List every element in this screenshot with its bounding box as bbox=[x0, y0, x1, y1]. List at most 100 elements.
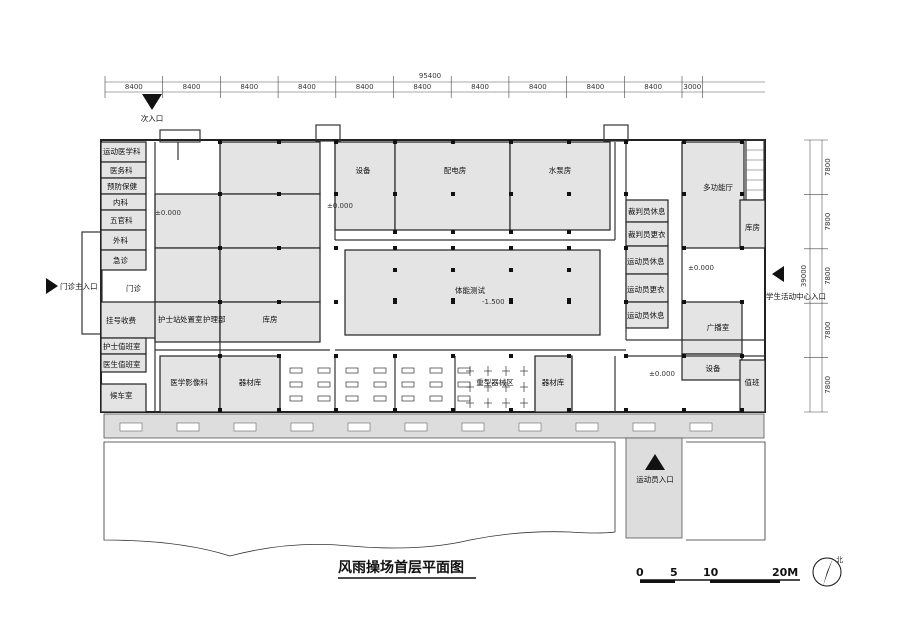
room-nurse-station: 护士站 bbox=[158, 314, 181, 324]
column bbox=[682, 408, 686, 412]
equipment-mark bbox=[401, 381, 415, 388]
room-doctor-duty: 医生值班室 bbox=[103, 359, 141, 369]
column bbox=[218, 354, 222, 358]
dim-segment: 7800 bbox=[824, 321, 832, 339]
column bbox=[451, 298, 455, 302]
equipment-mark bbox=[457, 381, 471, 388]
dim-segment: 8400 bbox=[413, 83, 431, 91]
column bbox=[509, 140, 513, 144]
north-arrow-icon: 北 bbox=[812, 556, 843, 587]
column bbox=[567, 246, 571, 250]
label-secondary-entrance: 次入口 bbox=[141, 113, 164, 123]
column bbox=[334, 140, 338, 144]
drawing-title: 风雨操场首层平面图 bbox=[338, 559, 464, 576]
label-student-entrance: 学生活动中心入口 bbox=[766, 291, 826, 301]
scale-5: 5 bbox=[670, 566, 678, 579]
room-referee-change: 裁判员更衣 bbox=[628, 229, 666, 239]
entrance-secondary: 次入口 bbox=[141, 94, 164, 123]
label-clinic-entrance: 门诊主入口 bbox=[60, 281, 98, 291]
column bbox=[393, 230, 397, 234]
column bbox=[682, 192, 686, 196]
column bbox=[740, 300, 744, 304]
entrance-athlete: 运动员入口 bbox=[636, 454, 674, 484]
equipment-mark bbox=[345, 395, 359, 402]
column bbox=[509, 268, 513, 272]
column bbox=[624, 192, 628, 196]
column bbox=[509, 192, 513, 196]
equipment-mark bbox=[317, 381, 331, 388]
column bbox=[334, 246, 338, 250]
dim-segment: 7800 bbox=[824, 158, 832, 176]
column bbox=[567, 268, 571, 272]
dim-segment: 7800 bbox=[824, 267, 832, 285]
partitions bbox=[154, 142, 765, 412]
room-referee-rest: 裁判员休息 bbox=[628, 206, 666, 216]
equipment-mark bbox=[373, 395, 387, 402]
dim-segment: 7800 bbox=[824, 213, 832, 231]
entrance-clinic: 门诊主入口 bbox=[46, 278, 98, 294]
room-emergency: 急诊 bbox=[113, 255, 128, 265]
column bbox=[277, 300, 281, 304]
column bbox=[218, 192, 222, 196]
column bbox=[393, 268, 397, 272]
column bbox=[218, 300, 222, 304]
room-athlete-change: 运动员更衣 bbox=[627, 284, 665, 294]
room-athlete-rest-1: 运动员休息 bbox=[627, 256, 665, 266]
column bbox=[624, 246, 628, 250]
equipment-mark bbox=[429, 381, 443, 388]
column bbox=[393, 408, 397, 412]
equipment-mark bbox=[457, 367, 471, 374]
column bbox=[740, 192, 744, 196]
room-surgery: 外科 bbox=[113, 235, 128, 245]
walkway-marker bbox=[461, 422, 485, 432]
column bbox=[334, 192, 338, 196]
column bbox=[393, 246, 397, 250]
room-treatment: 处置室 bbox=[180, 314, 203, 324]
level-marks: ±0.000 ±0.000 -1.500 ±0.000 ±0.000 bbox=[155, 202, 714, 378]
room-multi-hall: 多功能厅 bbox=[703, 182, 733, 192]
dim-segment: 8400 bbox=[471, 83, 489, 91]
walkway-marker bbox=[233, 422, 257, 432]
column bbox=[509, 408, 513, 412]
column bbox=[334, 408, 338, 412]
column bbox=[277, 192, 281, 196]
column bbox=[509, 246, 513, 250]
equipment-mark bbox=[373, 367, 387, 374]
equipment-mark bbox=[401, 367, 415, 374]
room-medical-affairs: 医务科 bbox=[110, 165, 133, 175]
room-broadcast: 广播室 bbox=[707, 322, 730, 332]
room-power: 配电房 bbox=[444, 165, 467, 175]
playground-outline bbox=[103, 441, 766, 557]
equipment-mark bbox=[429, 367, 443, 374]
room-equipment-store-1: 器材库 bbox=[239, 377, 262, 387]
dim-segment: 8400 bbox=[644, 83, 662, 91]
dim-segment: 3000 bbox=[683, 83, 701, 91]
dim-segment: 8400 bbox=[125, 83, 143, 91]
label-athlete-entrance: 运动员入口 bbox=[636, 474, 674, 484]
room-imaging: 医学影像科 bbox=[170, 377, 208, 387]
equipment-mark bbox=[373, 381, 387, 388]
room-nurse-duty: 护士值班室 bbox=[103, 341, 141, 351]
room-sports-medicine: 运动医学科 bbox=[103, 146, 141, 156]
building-outline bbox=[81, 124, 766, 413]
title-block: 风雨操场首层平面图 bbox=[338, 559, 476, 579]
room-nursing-dept: 护理部 bbox=[203, 314, 226, 324]
level-5: ±0.000 bbox=[649, 370, 675, 378]
dim-segment: 8400 bbox=[356, 83, 374, 91]
column bbox=[277, 354, 281, 358]
column bbox=[509, 354, 513, 358]
column bbox=[334, 354, 338, 358]
room-ent: 五官科 bbox=[110, 215, 133, 225]
column bbox=[218, 246, 222, 250]
column bbox=[277, 408, 281, 412]
column bbox=[393, 140, 397, 144]
column bbox=[277, 246, 281, 250]
column bbox=[567, 354, 571, 358]
column bbox=[567, 140, 571, 144]
column bbox=[218, 140, 222, 144]
room-heavy-equipment: 重型器械区 bbox=[476, 377, 514, 387]
dim-total: 95400 bbox=[419, 72, 441, 80]
column bbox=[567, 298, 571, 302]
scale-10: 10 bbox=[703, 566, 719, 579]
